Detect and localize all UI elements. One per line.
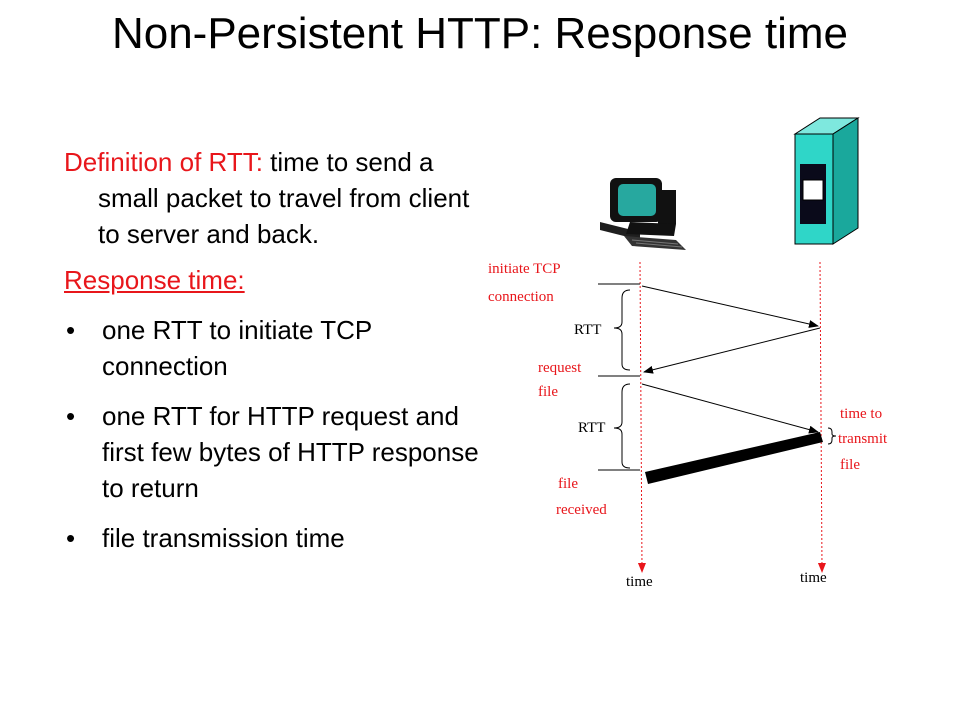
request-arrow (641, 383, 819, 434)
server-timeline (817, 261, 826, 573)
transmit-label: transmit (838, 431, 888, 447)
definition-label: Definition of RTT: (64, 147, 263, 177)
initiate-label: connection (488, 289, 554, 305)
rtt-brace (613, 383, 631, 469)
synack-arrow (643, 327, 821, 374)
file-transfer-band (645, 432, 823, 484)
client-timeline (637, 261, 646, 573)
bullet-text: file transmission time (102, 523, 345, 553)
transmit-label: file (840, 457, 860, 473)
bullet-dot: • (66, 401, 76, 431)
transmit-brace (827, 427, 837, 445)
time-label-server: time (800, 570, 827, 586)
rtt-definition: Definition of RTT: time to send a small … (64, 144, 484, 252)
bullet-dot: • (66, 523, 76, 553)
text-column: Definition of RTT: time to send a small … (64, 144, 484, 570)
request-label: file (538, 384, 558, 400)
rtt-label: RTT (578, 420, 605, 436)
syn-arrow (641, 285, 819, 328)
bullet-list: • one RTT to initiate TCP connection • one… (64, 312, 484, 556)
server-icon (793, 117, 860, 245)
definition-text: time to send a small packet to travel fr… (98, 147, 470, 249)
bullet-text: one RTT to initiate TCP connection (102, 315, 372, 381)
time-label-client: time (626, 574, 653, 590)
rtt-brace (613, 289, 631, 371)
file-received-label: received (556, 502, 607, 518)
bullet-item: • one RTT for HTTP request and first few … (64, 398, 484, 506)
bullet-item: • one RTT to initiate TCP connection (64, 312, 484, 384)
transmit-label: time to (840, 406, 882, 422)
slide-title: Non-Persistent HTTP: Response time (111, 9, 849, 58)
request-label: request (538, 360, 582, 376)
bullet-dot: • (66, 315, 76, 345)
client-computer-icon (600, 178, 686, 250)
response-time-heading: Response time: (64, 265, 245, 295)
bullet-item: • file transmission time (64, 520, 484, 556)
bullet-text: one RTT for HTTP request and first few b… (102, 401, 479, 503)
rtt-label: RTT (574, 322, 601, 338)
initiate-label: initiate TCP (488, 261, 561, 277)
file-received-label: file (558, 476, 578, 492)
